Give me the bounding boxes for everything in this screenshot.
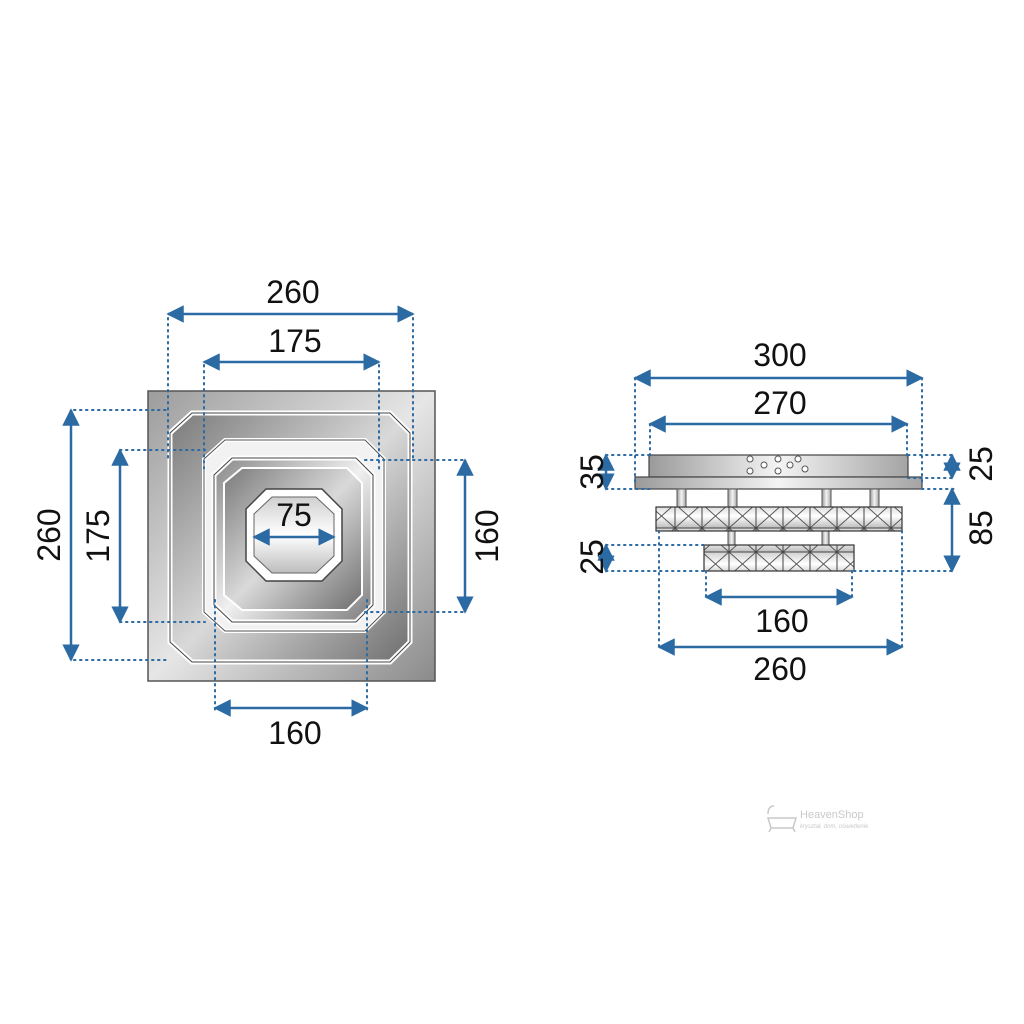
label-crystal-height: 25: [574, 539, 610, 575]
lower-crystal-band: [703, 544, 855, 572]
label-bottom-width: 160: [268, 715, 321, 751]
upper-crystal-band: [655, 506, 903, 532]
label-width-inner: 175: [268, 323, 321, 359]
watermark-tagline: kryształ, dom, oświetlenie: [800, 824, 869, 830]
label-bottom-width: 260: [753, 651, 806, 687]
base-plate: [634, 476, 923, 490]
label-lower-width: 160: [755, 603, 808, 639]
watermark-brand: HeavenShop: [800, 809, 864, 821]
label-height-inner: 175: [80, 509, 116, 562]
shade-holes: [746, 455, 809, 475]
label-plate-width: 270: [753, 385, 806, 421]
label-right-top-height: 25: [963, 446, 999, 482]
label-right-height: 160: [469, 509, 505, 562]
top-view: 260 175 260 175 160 75 160: [31, 274, 505, 751]
label-right-total-height: 85: [963, 510, 999, 546]
label-plate-height: 35: [574, 454, 610, 490]
label-height-outer: 260: [31, 508, 67, 561]
label-center: 75: [276, 497, 312, 533]
watermark-logo: HeavenShop kryształ, dom, oświetlenie: [766, 805, 869, 833]
label-top-width: 300: [753, 337, 806, 373]
label-width-outer: 260: [266, 274, 319, 310]
side-view: 300 270 35 25 85 25 160 260: [574, 337, 999, 687]
bathtub-icon: [766, 805, 798, 833]
